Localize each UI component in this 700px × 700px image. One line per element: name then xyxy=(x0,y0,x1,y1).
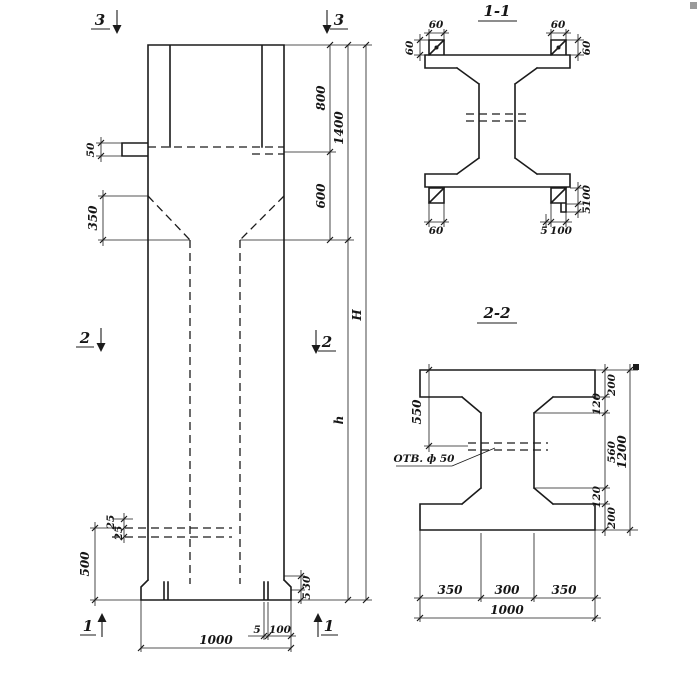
cut-arrow-icon xyxy=(112,25,122,34)
section-1-1-dim-ticks xyxy=(416,29,582,226)
dim-5-foot: 5 xyxy=(253,624,260,636)
dim-600: 600 xyxy=(314,183,328,209)
dim-60-left-v: 60 xyxy=(404,40,416,55)
section-1-1-title: 1-1 xyxy=(483,2,510,20)
dim-500: 500 xyxy=(78,551,92,577)
dim-60-plate-left: 60 xyxy=(429,19,444,31)
dim-60-plate-right: 60 xyxy=(551,19,566,31)
dim-60-angle: 60 xyxy=(429,225,444,237)
section-2-2-view: 2-2 ОТВ. ф 50 550 200 120 560 120 200 12… xyxy=(394,304,639,622)
dim-550: 550 xyxy=(410,399,424,425)
dim-100-foot: 100 xyxy=(269,624,292,636)
column-hidden-lines xyxy=(112,146,285,584)
section-2-2-title: 2-2 xyxy=(482,304,510,322)
hole-hidden-lines xyxy=(468,442,548,451)
dim-60-right-v: 60 xyxy=(581,40,593,55)
dim-50: 50 xyxy=(85,142,97,157)
marker-3-left: 3 xyxy=(95,11,105,29)
dim-350-right: 350 xyxy=(551,583,577,597)
section-2-2-dim-ticks xyxy=(416,366,634,622)
dim-120-top: 120 xyxy=(591,392,603,415)
dim-350-left: 350 xyxy=(437,583,463,597)
dim-1200: 1200 xyxy=(615,435,629,469)
dim-100-seat: 100 xyxy=(550,225,573,237)
dim-25a: 25 xyxy=(105,515,117,531)
dim-200-top: 200 xyxy=(606,373,618,397)
anchor-dot-icon xyxy=(434,45,439,50)
artifact-mark xyxy=(633,364,639,370)
section-1-1-view: 1-1 60 60 60 60 60 5 100 100 5 xyxy=(404,2,593,237)
dim-1000-width: 1000 xyxy=(490,603,524,617)
cut-arrow-icon xyxy=(97,613,107,622)
marker-2-right: 2 xyxy=(321,333,332,351)
dim-1000: 1000 xyxy=(199,633,233,647)
dim-h: h xyxy=(332,416,346,425)
dim-350: 350 xyxy=(86,205,100,231)
dim-120-bottom: 120 xyxy=(591,485,603,508)
hole-label: ОТВ. ф 50 xyxy=(394,453,456,465)
dim-100-side: 100 xyxy=(581,184,593,207)
cut-arrow-icon xyxy=(313,613,323,622)
section-2-2-dim-lines xyxy=(396,364,638,622)
anchor-dot-icon xyxy=(556,45,561,50)
dim-5-side: 5 xyxy=(581,206,593,213)
dim-200-bottom: 200 xyxy=(606,506,618,530)
cut-arrow-icon xyxy=(96,343,106,352)
dim-5-foot-v: 5 xyxy=(301,592,313,599)
cut-arrow-icon xyxy=(311,345,321,354)
marker-1-left: 1 xyxy=(83,617,93,635)
dim-1400: 1400 xyxy=(332,111,346,145)
marker-3-right: 3 xyxy=(334,11,344,29)
section-1-1-dim-lines xyxy=(414,29,584,227)
dim-30-foot: 30 xyxy=(301,575,313,590)
dim-25b: 25 xyxy=(113,526,125,542)
elevation-view: 3 3 2 2 1 1 50 350 500 25 25 800 600 140… xyxy=(76,10,372,652)
dim-800: 800 xyxy=(314,85,328,111)
elevation-dim-ticks xyxy=(91,41,370,652)
dim-300: 300 xyxy=(494,583,520,597)
marker-1-right: 1 xyxy=(324,617,334,635)
dim-560: 560 xyxy=(606,440,618,463)
artifact-mark xyxy=(690,2,697,9)
elevation-dim-lines xyxy=(90,44,372,652)
section-1-1-hidden-lines xyxy=(466,113,528,122)
dim-5-seat: 5 xyxy=(540,225,547,237)
section-1-1-outline xyxy=(424,38,571,213)
section-marker-lines xyxy=(76,10,348,637)
dim-H: H xyxy=(350,309,364,322)
cut-arrow-icon xyxy=(322,25,332,34)
marker-2-left: 2 xyxy=(79,329,90,347)
column-outline xyxy=(121,44,292,601)
